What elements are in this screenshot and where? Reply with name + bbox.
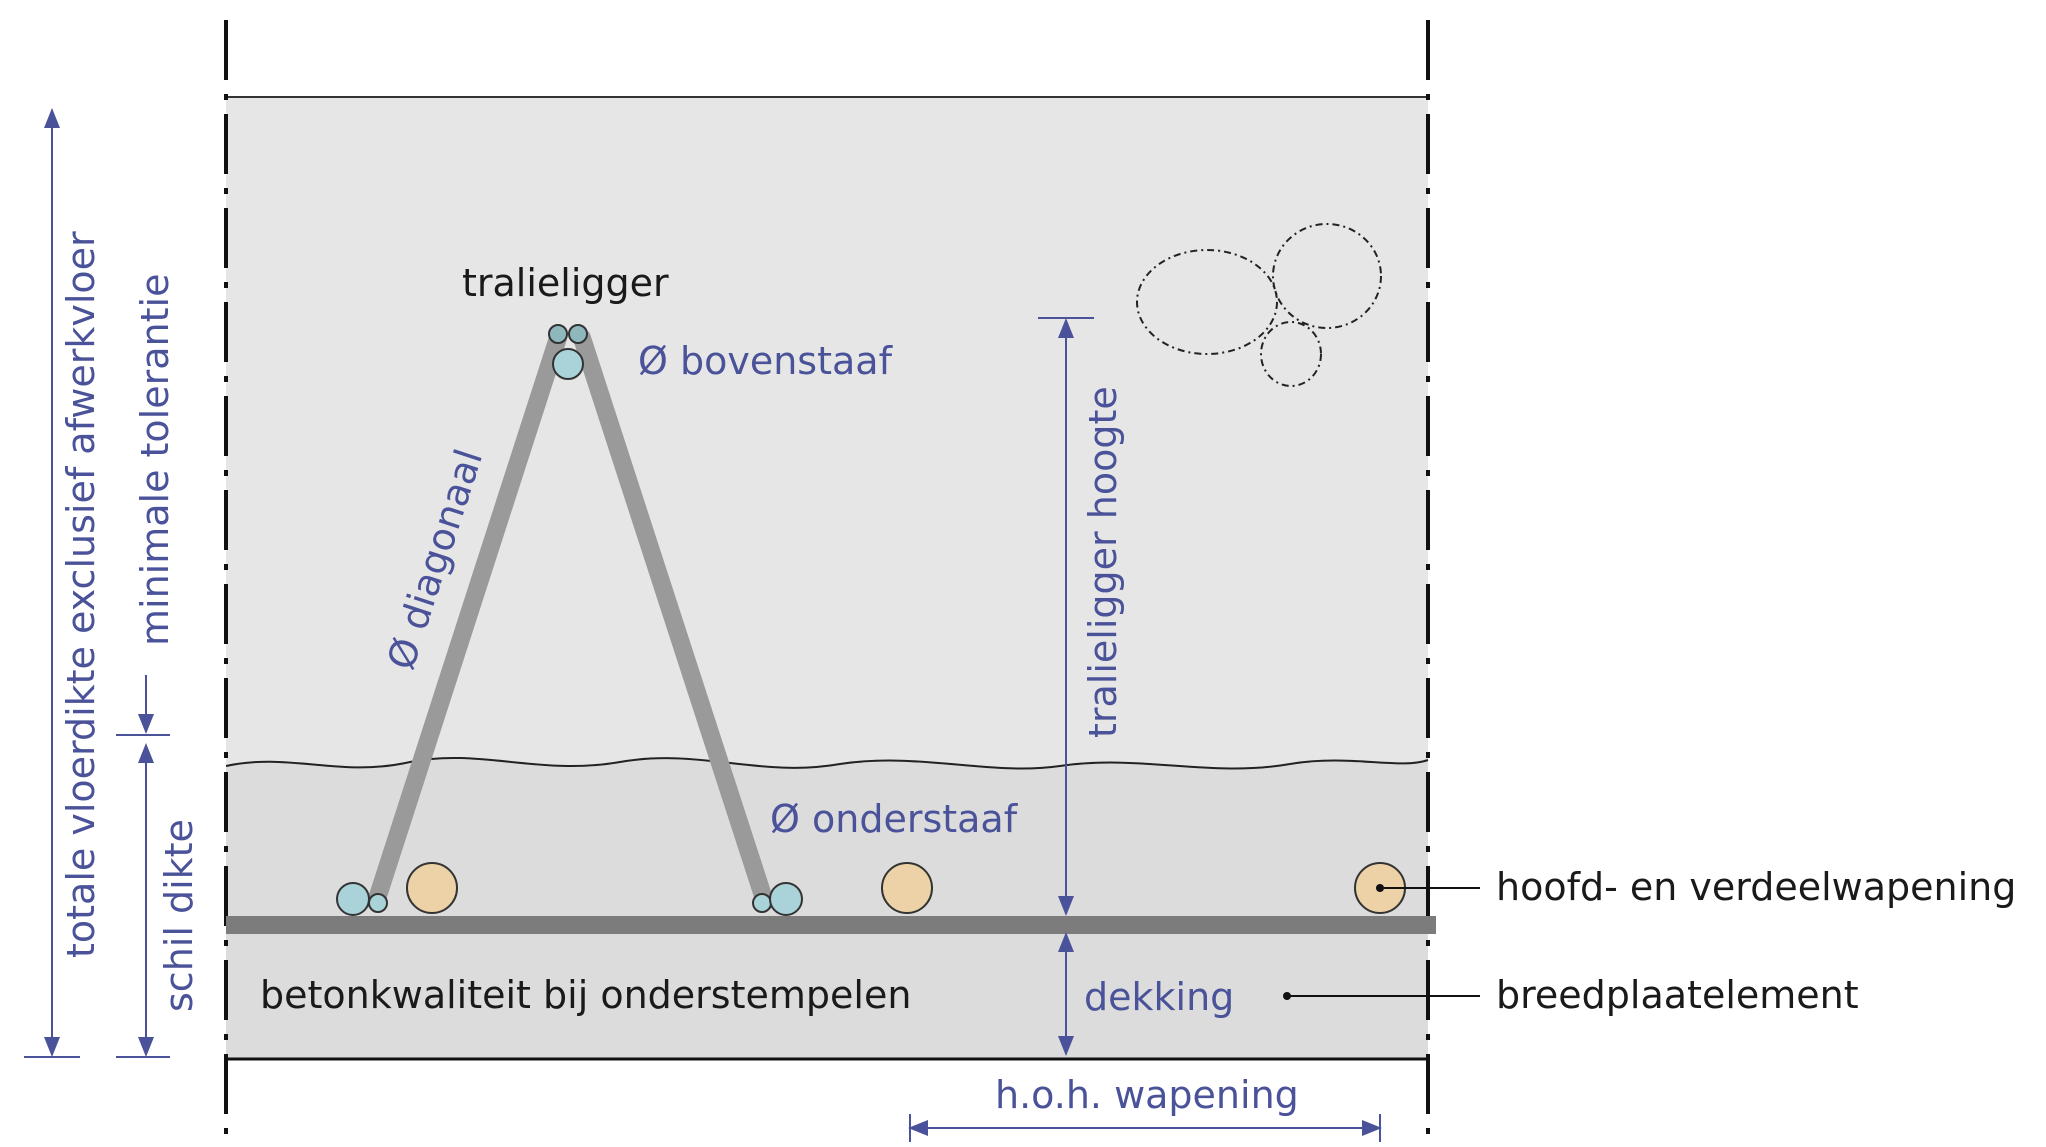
shell-interface-line	[225, 756, 1429, 770]
bottom-bar-right-cluster	[752, 882, 803, 916]
label-hoofd-verdeelwapening: hoofd- en verdeelwapening	[1496, 865, 2016, 909]
aggregate-symbol	[1136, 223, 1382, 387]
label-minimale-tolerantie: minimale tolerantie	[133, 274, 177, 646]
main-rebar-1	[406, 862, 458, 914]
leader-breedplaat-dot	[1283, 992, 1291, 1000]
truss-diagonal-right	[573, 329, 774, 911]
label-bovenstaaf: Ø bovenstaaf	[638, 339, 894, 383]
shell-zone	[226, 757, 1428, 1059]
label-onderstaaf: Ø onderstaaf	[770, 797, 1019, 841]
label-totale-vloerdikte: totale vloerdikte exclusief afwerkvloer	[59, 231, 103, 958]
label-tralieligger: tralieligger	[462, 261, 669, 305]
main-rebar-2	[881, 862, 933, 914]
label-dekking: dekking	[1084, 975, 1234, 1019]
label-hoh-wapening: h.o.h. wapening	[995, 1073, 1299, 1117]
label-tralieligger-hoogte: tralieligger hoogte	[1081, 386, 1125, 738]
label-schil-dikte: schil dikte	[157, 819, 201, 1012]
label-breedplaatelement: breedplaatelement	[1496, 973, 1859, 1017]
bottom-bar-left-cluster	[336, 882, 388, 916]
top-bar-cluster	[548, 324, 588, 380]
label-betonkwaliteit: betonkwaliteit bij onderstempelen	[260, 973, 911, 1017]
truss-diagonal-left	[367, 329, 567, 911]
